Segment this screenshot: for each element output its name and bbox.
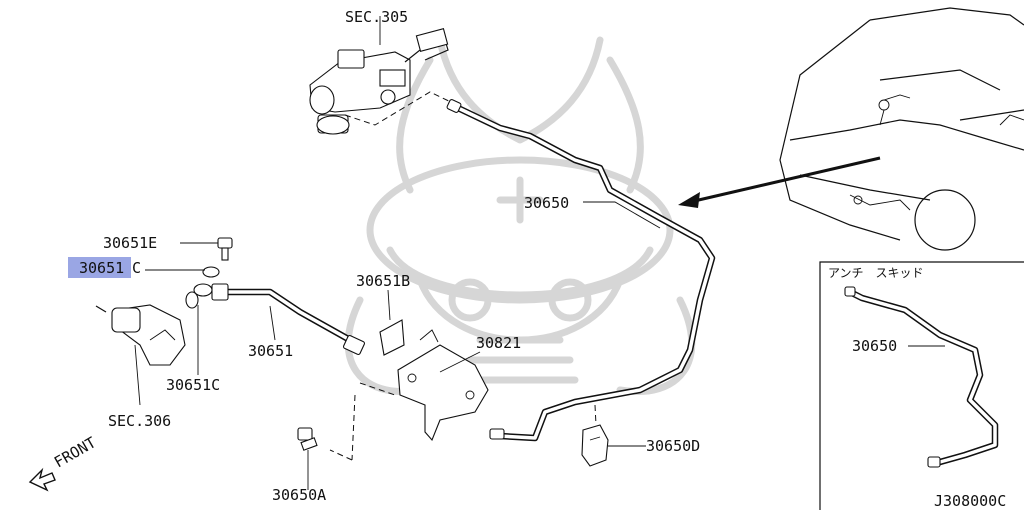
leader-sec305 <box>344 91 456 126</box>
label-30651B[interactable]: 30651B <box>356 272 410 290</box>
leader-lines <box>134 16 945 490</box>
label-30821[interactable]: 30821 <box>476 334 521 352</box>
label-30650-inset[interactable]: 30650 <box>852 337 897 355</box>
leader-30650A <box>329 382 396 461</box>
label-30651[interactable]: 30651 <box>248 342 293 360</box>
label-30651C-top-highlight[interactable]: 30651 <box>79 259 124 277</box>
label-30651C-top-suffix: C <box>132 259 141 277</box>
label-30650[interactable]: 30650 <box>524 194 569 212</box>
label-sec305[interactable]: SEC.305 <box>345 8 408 26</box>
front-arrow-icon <box>28 467 56 492</box>
label-30651C-lower[interactable]: 30651C <box>166 376 220 394</box>
master-cylinder <box>309 27 449 135</box>
clutch-pipe-30650 <box>446 99 716 442</box>
label-30650D[interactable]: 30650D <box>646 437 700 455</box>
operating-cylinder <box>95 304 186 366</box>
inset-title: アンチ スキッド <box>828 266 924 280</box>
clutch-hose-30651 <box>193 283 366 356</box>
leader-30650D <box>594 404 597 426</box>
inset-anti-skid <box>819 261 1024 510</box>
label-front: FRONT <box>51 433 99 471</box>
label-30651E[interactable]: 30651E <box>103 234 157 252</box>
diagram-id: J308000C <box>934 492 1006 510</box>
clip-30650D <box>581 424 609 467</box>
bolt-30650A <box>297 427 318 451</box>
washer-30651C-top <box>202 266 220 278</box>
bracket-30821 <box>379 319 489 442</box>
highlight-box <box>68 257 131 278</box>
label-sec306[interactable]: SEC.306 <box>108 412 171 430</box>
pointer-arrow <box>678 156 881 208</box>
label-30650A[interactable]: 30650A <box>272 486 326 504</box>
bolt-30651E <box>217 237 233 261</box>
washer-30651C-lower <box>185 291 199 309</box>
vehicle-sketch <box>779 7 1024 251</box>
